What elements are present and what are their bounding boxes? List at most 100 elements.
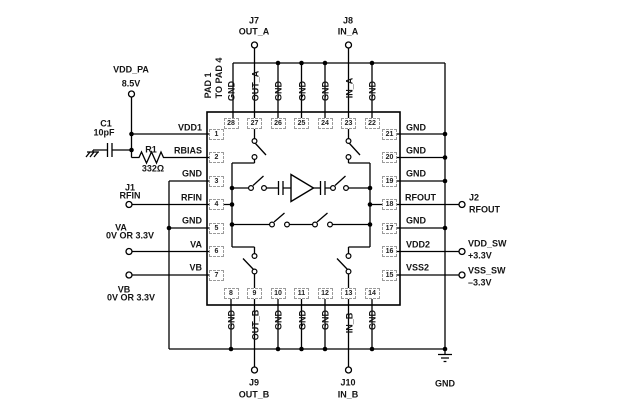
pin-label-top: GND — [226, 81, 237, 101]
pin-label-bottom: GND — [273, 310, 284, 330]
label-gnd-main: GND — [435, 378, 455, 389]
label-vdd-sw-volt: +3.3V — [468, 250, 492, 261]
label-j10-ref: J10 — [340, 377, 356, 388]
switch-lever — [273, 212, 328, 223]
switch-contacts — [248, 138, 352, 275]
capacitor-input — [277, 181, 284, 195]
switch-lever — [242, 258, 348, 270]
label-j10-name: IN_B — [337, 389, 359, 400]
pin-number: 11 — [294, 287, 309, 299]
pin-label-top: GND — [320, 81, 331, 101]
label-va-range: 0V OR 3.3V — [105, 230, 155, 241]
pin-label-right: GND — [406, 168, 426, 179]
pin-label-right: VDD2 — [406, 239, 431, 250]
label-j2-ref: J2 — [469, 192, 480, 203]
pin-label-left: RBIAS — [173, 145, 202, 156]
pin-number: 23 — [341, 117, 356, 129]
pad-note: PAD 1 TO PAD 4 — [203, 58, 225, 99]
pin-number: 12 — [317, 287, 333, 299]
pin-label-right: VSS2 — [406, 262, 430, 273]
connector-terminals — [125, 41, 466, 374]
pin-label-right: GND — [406, 145, 426, 156]
switch-lever — [252, 175, 346, 186]
pin-label-left: VA — [190, 239, 202, 250]
pin-label-top: GND — [367, 81, 378, 101]
label-vss-sw: VSS_SW — [468, 265, 506, 276]
pin-label-left: GND — [182, 215, 202, 226]
label-j9-ref: J9 — [248, 377, 260, 388]
label-j8-ref: J8 — [342, 15, 354, 26]
pin-label-bottom: OUT_B — [250, 309, 260, 341]
resistor-r1 — [131, 150, 217, 165]
pin-number: 2 — [209, 152, 224, 163]
pin-number: 7 — [209, 269, 224, 281]
pin-number: 22 — [364, 117, 380, 129]
pin-label-right: RFOUT — [405, 192, 436, 203]
junction-dots — [129, 60, 448, 352]
pin-number: 17 — [382, 222, 397, 234]
pin-label-bottom: GND — [297, 310, 307, 330]
label-vss-sw-volt: –3.3V — [468, 277, 492, 288]
pin-number: 19 — [382, 175, 397, 187]
pin-number: 26 — [270, 117, 286, 129]
capacitor-output — [319, 181, 326, 195]
label-va: VA — [115, 222, 127, 233]
pin-number: 15 — [382, 269, 397, 281]
label-j2-name: RFOUT — [469, 204, 500, 215]
amplifier-symbol — [290, 173, 315, 203]
label-c1-ref: C1 — [100, 118, 112, 129]
pin-number: 16 — [382, 246, 397, 257]
pin-number: 24 — [317, 117, 333, 129]
ground-symbol-c1 — [85, 150, 99, 158]
pin-label-bottom: IN_B — [344, 312, 354, 334]
pin-label-right: GND — [406, 215, 426, 226]
chip-outline — [206, 111, 401, 306]
pad-note-line2: TO PAD 4 — [214, 57, 224, 99]
pin-number: 10 — [270, 287, 286, 299]
label-j1-ref: J1 — [124, 182, 136, 193]
pin-label-top: IN_A — [344, 77, 354, 99]
label-vdd-pa: VDD_PA — [113, 64, 149, 75]
pin-number: 20 — [382, 152, 397, 163]
capacitor-c1 — [106, 143, 113, 157]
switch-lever — [255, 143, 361, 156]
ground-symbol-main — [438, 349, 452, 363]
pin-number: 27 — [247, 117, 262, 129]
label-r1-value: 332Ω — [141, 163, 165, 174]
label-j7-name: OUT_A — [238, 26, 270, 37]
pin-label-bottom: GND — [320, 310, 331, 330]
pin-number: 4 — [209, 199, 224, 210]
label-vb-range: 0V OR 3.3V — [106, 292, 156, 303]
pin-label-left: VB — [189, 262, 202, 273]
label-j1-name: RFIN — [119, 190, 141, 201]
pin-label-right: GND — [406, 122, 426, 133]
pin-label-top: GND — [273, 81, 284, 101]
label-c1-value: 10pF — [93, 127, 115, 138]
pin-label-top: OUT_A — [250, 70, 260, 102]
pin-number: 5 — [209, 222, 224, 234]
pin-number: 8 — [223, 287, 239, 299]
pin-number: 14 — [364, 287, 380, 299]
pin-number: 6 — [209, 246, 224, 257]
wires — [85, 48, 459, 367]
pin-number: 1 — [209, 128, 224, 140]
pin-number: 3 — [209, 175, 224, 187]
pin-label-left: RFIN — [181, 192, 202, 203]
label-j7-ref: J7 — [248, 15, 260, 26]
pin-number: 9 — [247, 287, 262, 299]
pin-number: 28 — [223, 117, 239, 129]
pin-number: 18 — [382, 199, 397, 210]
pin-number: 13 — [341, 287, 356, 299]
pin-label-bottom: GND — [226, 310, 237, 330]
label-r1-ref: R1 — [145, 144, 157, 155]
pin-number: 25 — [294, 117, 309, 129]
label-j8-name: IN_A — [337, 26, 359, 37]
pin-label-left: GND — [182, 168, 202, 179]
pin-label-bottom: GND — [367, 310, 378, 330]
pin-label-top: GND — [297, 81, 307, 101]
pin-label-left: VDD1 — [177, 122, 202, 133]
chip-internal-wires — [216, 123, 390, 293]
label-vdd-sw: VDD_SW — [468, 238, 507, 249]
